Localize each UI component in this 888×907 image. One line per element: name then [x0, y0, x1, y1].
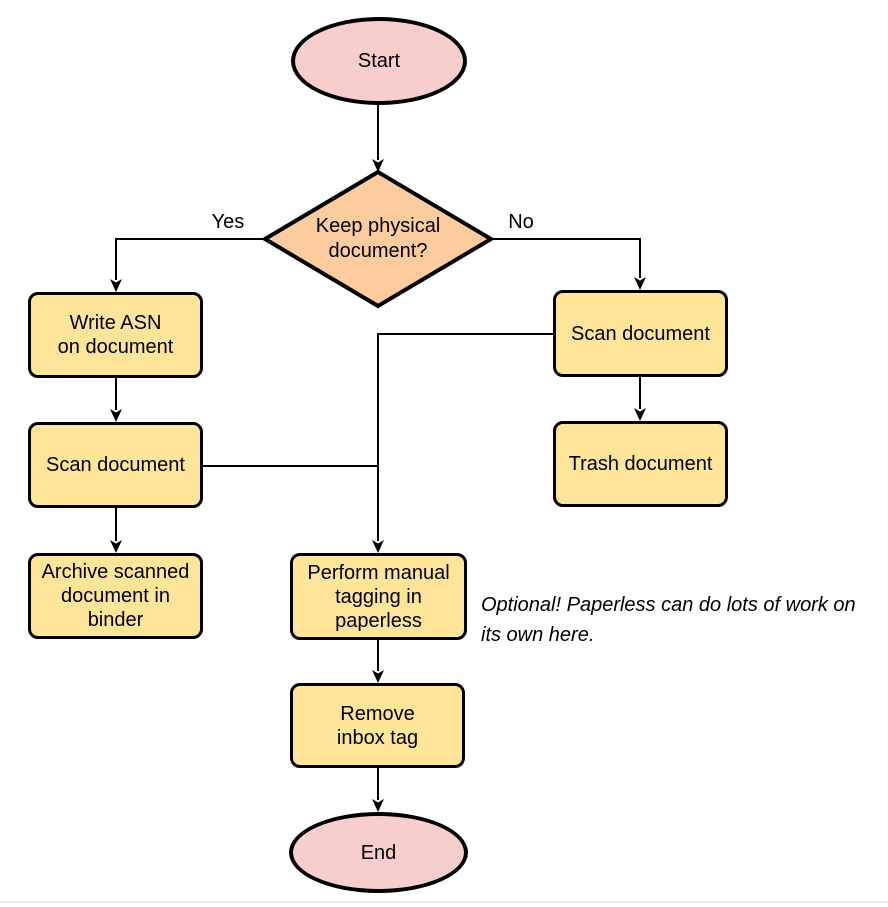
arrowhead-scan-right-icon	[634, 277, 646, 290]
node-archive-scanned-label: Archive scanned document in binder	[41, 561, 190, 631]
node-archive-scanned: Archive scanned document in binder	[28, 553, 203, 639]
node-write-asn-label: Write ASN on document	[57, 312, 174, 358]
node-end: End	[289, 812, 468, 893]
edge-decision-to-write-asn	[115, 238, 265, 280]
edge-scan-right-to-tagging	[377, 333, 553, 541]
node-trash-document-label: Trash document	[568, 453, 713, 475]
node-decision-label: Keep physical document?	[315, 215, 441, 262]
node-manual-tagging: Perform manual tagging in paperless	[290, 553, 467, 640]
node-scan-document-left: Scan document	[28, 422, 203, 508]
node-scan-document-right: Scan document	[553, 290, 728, 377]
node-trash-document: Trash document	[553, 421, 728, 507]
node-scan-document-right-label: Scan document	[571, 322, 710, 345]
edge-label-no: No	[508, 211, 534, 233]
arrowhead-trash-icon	[634, 408, 646, 421]
node-remove-inbox-tag: Remove inbox tag	[290, 683, 465, 768]
node-remove-inbox-tag-label: Remove inbox tag	[336, 702, 419, 749]
bottom-divider	[0, 901, 888, 903]
node-start: Start	[291, 17, 467, 105]
arrowhead-remove-inbox-icon	[372, 670, 384, 683]
arrowhead-end-icon	[372, 799, 384, 812]
decision-diamond-shape	[261, 169, 495, 309]
node-scan-document-left-label: Scan document	[46, 454, 185, 476]
edge-label-yes: Yes	[211, 211, 245, 233]
node-write-asn: Write ASN on document	[28, 292, 203, 378]
node-end-label: End	[360, 841, 397, 864]
arrowhead-decision-icon	[372, 159, 384, 172]
arrowhead-scan-left-icon	[110, 409, 122, 422]
arrowhead-tagging-icon	[372, 540, 384, 553]
arrowhead-write-asn-icon	[110, 279, 122, 292]
node-manual-tagging-label: Perform manual tagging in paperless	[307, 561, 450, 632]
arrowhead-archive-icon	[110, 540, 122, 553]
optional-note: Optional! Paperless can do lots of work …	[481, 594, 856, 646]
node-start-label: Start	[357, 50, 401, 72]
edge-decision-to-scan-right	[491, 238, 641, 278]
